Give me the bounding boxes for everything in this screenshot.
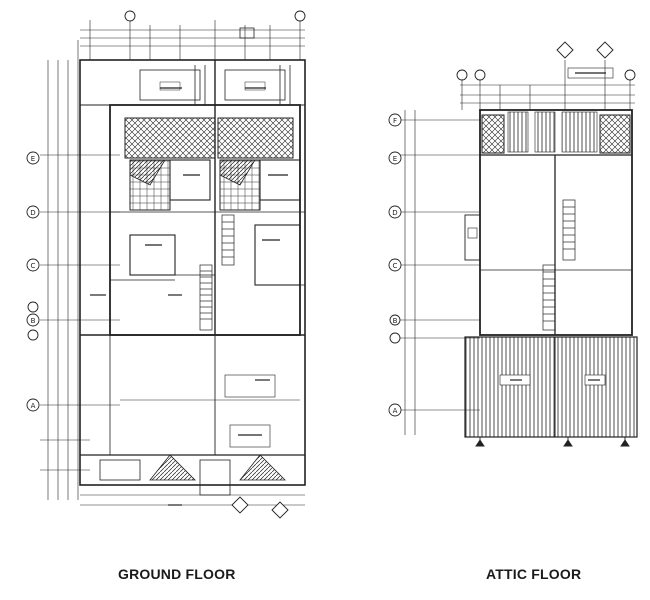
ground-top-dimensions bbox=[80, 20, 305, 60]
attic-top-dimensions bbox=[460, 60, 635, 110]
attic-bottom-markers bbox=[475, 437, 630, 447]
attic-interior-walls bbox=[464, 155, 632, 335]
ground-outer-wall bbox=[79, 59, 306, 486]
attic-grid-letter-f: F bbox=[393, 117, 397, 125]
attic-floor-plan bbox=[388, 41, 638, 447]
ground-grid-letter-a: A bbox=[31, 402, 36, 410]
attic-grid-bubbles bbox=[388, 41, 636, 417]
ground-grid-letter-b: B bbox=[31, 317, 36, 325]
attic-grid-letter-c: C bbox=[393, 262, 398, 270]
ground-kitchen-left bbox=[124, 117, 216, 159]
ground-stairs bbox=[199, 214, 235, 331]
ground-grid-letter-d: D bbox=[30, 209, 35, 217]
attic-floor-caption: ATTIC FLOOR bbox=[486, 566, 582, 582]
ground-grid-letter-e: E bbox=[31, 155, 35, 163]
attic-grid-letter-a: A bbox=[393, 407, 398, 415]
ground-grid-letters: E D C B A bbox=[30, 155, 35, 410]
ground-rear-yards bbox=[139, 65, 291, 105]
ground-floor-plan bbox=[26, 10, 306, 519]
attic-grid-letters: F E D C B A bbox=[392, 117, 397, 415]
ground-floor-caption: GROUND FLOOR bbox=[118, 566, 236, 582]
ground-entrances bbox=[80, 454, 305, 506]
ground-annotation-marks bbox=[90, 87, 288, 506]
attic-grid-letter-b: B bbox=[393, 317, 398, 325]
ground-grid-letter-c: C bbox=[31, 262, 36, 270]
attic-top-strip bbox=[480, 111, 632, 156]
ground-kitchen-right bbox=[217, 117, 294, 159]
attic-grid-letter-e: E bbox=[393, 155, 397, 163]
attic-stairs bbox=[542, 199, 576, 331]
ground-lower-space bbox=[80, 335, 305, 456]
attic-annotation-marks bbox=[510, 72, 606, 381]
ground-rooms bbox=[110, 159, 305, 286]
attic-grid-letter-d: D bbox=[392, 209, 397, 217]
ground-grid-bubbles bbox=[26, 151, 40, 412]
attic-roof-area bbox=[464, 336, 638, 438]
ground-top-bubbles bbox=[124, 10, 306, 519]
